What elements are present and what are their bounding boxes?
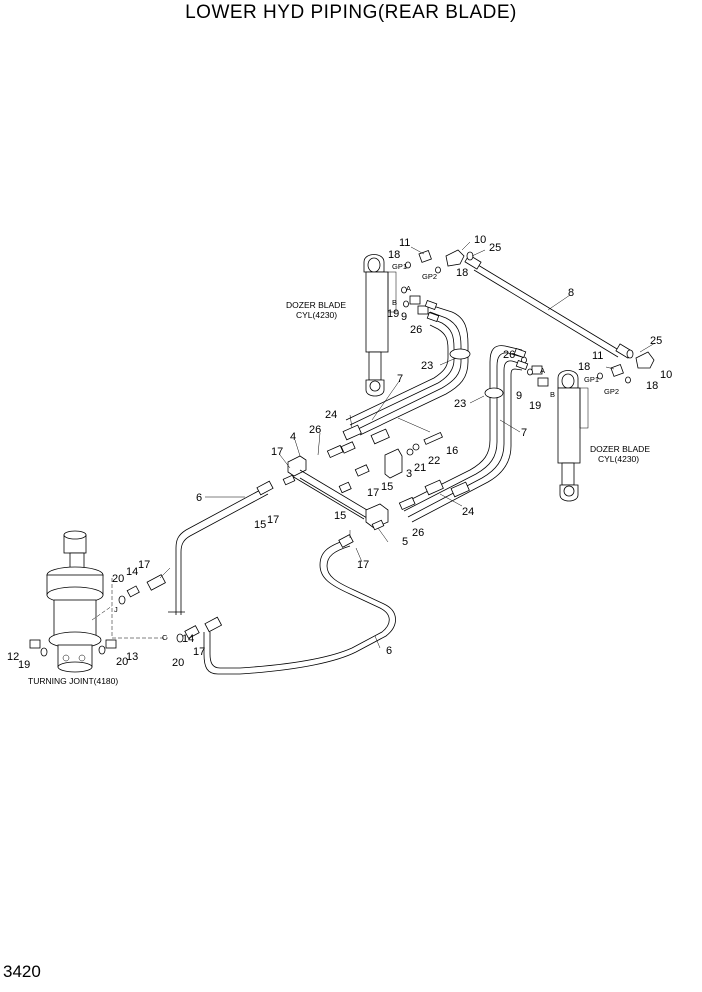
right-cylinder-caption-line1: DOZER BLADE xyxy=(590,444,650,454)
callout-20: 20 xyxy=(116,656,128,668)
callout-20: 20 xyxy=(172,657,184,669)
callout-24: 24 xyxy=(325,409,337,421)
bracket-3 xyxy=(338,431,443,494)
callout-23: 23 xyxy=(421,360,433,372)
port-b-left: B xyxy=(392,298,397,307)
turning-joint-caption: TURNING JOINT(4180) xyxy=(28,676,118,686)
callout-19: 19 xyxy=(18,659,30,671)
callout-15: 15 xyxy=(381,481,393,493)
callout-5: 5 xyxy=(402,536,408,548)
callout-26: 26 xyxy=(309,424,321,436)
gp1-label-left: GP1 xyxy=(392,262,407,271)
page-title: LOWER HYD PIPING(REAR BLADE) xyxy=(185,2,517,23)
right-cylinder-caption-line2: CYL(4230) xyxy=(598,454,639,464)
pipe-6-lower xyxy=(203,534,396,675)
callout-17: 17 xyxy=(193,646,205,658)
port-a-left: A xyxy=(406,284,411,293)
gp2-label-right: GP2 xyxy=(604,387,619,396)
leader-lines xyxy=(159,241,656,649)
right-cylinder-fittings xyxy=(513,347,655,387)
callout-19: 19 xyxy=(387,308,399,320)
callout-21: 21 xyxy=(414,462,426,474)
pipe-6-upper xyxy=(168,480,274,615)
callout-7: 7 xyxy=(397,373,403,385)
callout-17: 17 xyxy=(138,559,150,571)
callout-3: 3 xyxy=(406,468,412,480)
callout-15: 15 xyxy=(254,519,266,531)
left-cylinder-fittings xyxy=(401,249,474,323)
callout-18: 18 xyxy=(456,267,468,279)
callout-11: 11 xyxy=(592,350,603,362)
turning-joint xyxy=(46,530,104,673)
port-a-right: A xyxy=(540,366,545,375)
callout-14: 14 xyxy=(182,633,194,645)
callout-13: 13 xyxy=(126,651,138,663)
left-cylinder-caption-line2: CYL(4230) xyxy=(296,310,337,320)
callout-18: 18 xyxy=(646,380,658,392)
callout-20: 20 xyxy=(112,573,124,585)
callout-25: 25 xyxy=(489,242,501,254)
callout-26: 26 xyxy=(410,324,422,336)
callout-26: 26 xyxy=(412,527,424,539)
port-leaders xyxy=(91,578,168,639)
pipe-7-right xyxy=(399,345,523,523)
callout-22: 22 xyxy=(428,455,440,467)
callout-17: 17 xyxy=(271,446,283,458)
cylinder-captions: DOZER BLADE CYL(4230) DOZER BLADE CYL(42… xyxy=(28,300,650,686)
fitting-24-left xyxy=(326,424,390,459)
port-j-label: J xyxy=(114,605,118,614)
callout-8: 8 xyxy=(568,287,574,299)
callout-10: 10 xyxy=(660,369,672,381)
manifold-block xyxy=(282,455,389,531)
callout-7: 7 xyxy=(521,427,527,439)
callout-19: 19 xyxy=(529,400,541,412)
callout-24: 24 xyxy=(462,506,474,518)
pipe-7-left xyxy=(345,304,471,436)
left-cylinder-caption-line1: DOZER BLADE xyxy=(286,300,346,310)
gp1-label-right: GP1 xyxy=(584,375,599,384)
left-dozer-cylinder xyxy=(363,254,397,397)
callout-6: 6 xyxy=(196,492,202,504)
callout-6: 6 xyxy=(386,645,392,657)
callout-9: 9 xyxy=(401,311,407,323)
right-dozer-cylinder xyxy=(557,370,589,502)
port-labels: GP1 GP2 A B GP1 GP2 A B J C xyxy=(114,262,619,642)
callout-10: 10 xyxy=(474,234,486,246)
part-callouts: 11 10 25 18 18 19 9 26 8 23 7 24 4 26 17… xyxy=(7,234,672,671)
callout-17: 17 xyxy=(357,559,369,571)
callout-26: 26 xyxy=(503,349,515,361)
callout-25: 25 xyxy=(650,335,662,347)
callout-18: 18 xyxy=(388,249,400,261)
callout-4: 4 xyxy=(290,431,296,443)
callout-18: 18 xyxy=(578,361,590,373)
port-b-right: B xyxy=(550,390,555,399)
callout-23: 23 xyxy=(454,398,466,410)
callout-17: 17 xyxy=(267,514,279,526)
page-number: 3420 xyxy=(3,962,41,981)
port-c-label: C xyxy=(162,633,168,642)
turning-joint-fittings xyxy=(29,574,223,657)
callout-14: 14 xyxy=(126,566,138,578)
callout-11: 11 xyxy=(399,237,410,249)
callout-17: 17 xyxy=(367,487,379,499)
hose-8 xyxy=(464,254,633,359)
callout-9: 9 xyxy=(516,390,522,402)
callout-15: 15 xyxy=(334,510,346,522)
fitting-24-right xyxy=(398,479,470,511)
callout-12: 12 xyxy=(7,651,19,663)
callout-16: 16 xyxy=(446,445,458,457)
gp2-label-left: GP2 xyxy=(422,272,437,281)
